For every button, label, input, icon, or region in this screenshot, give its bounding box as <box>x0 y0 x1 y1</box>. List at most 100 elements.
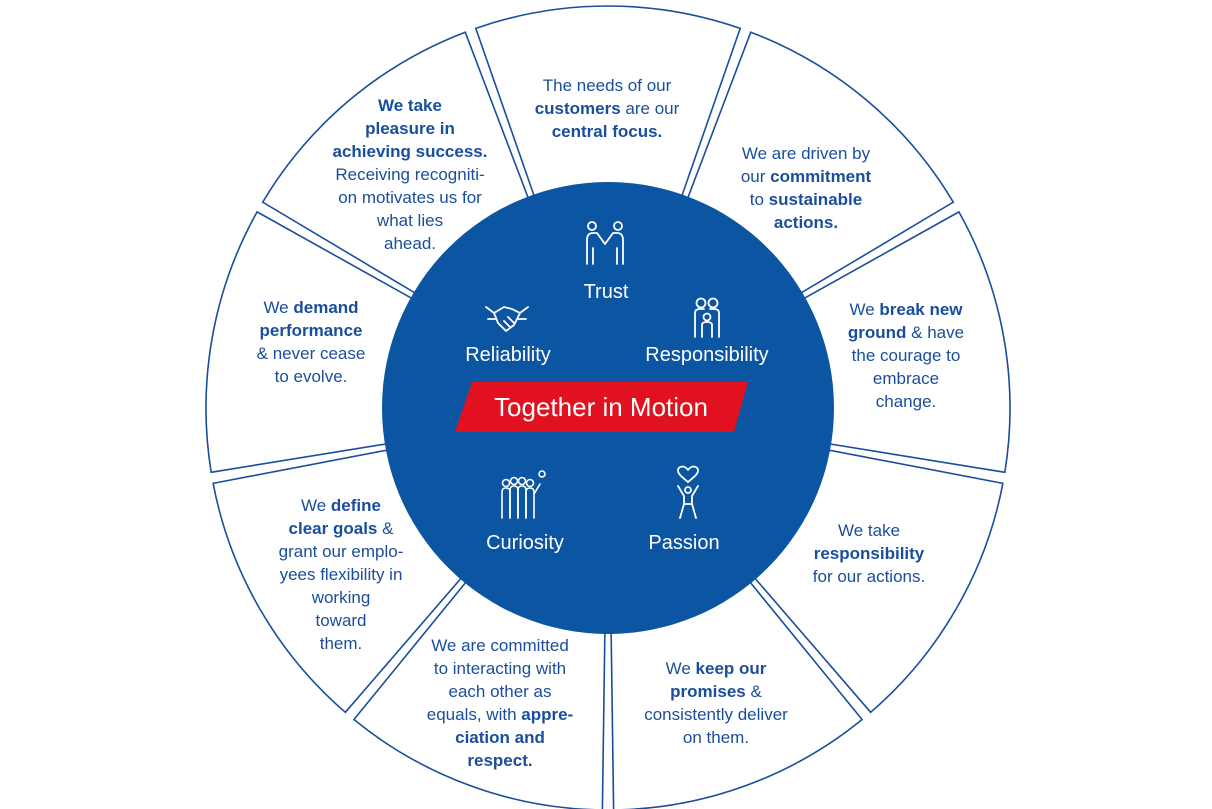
segment-line: We take <box>310 94 510 117</box>
segment-text-bold: respect. <box>467 751 533 770</box>
segment-line: to interacting with <box>400 657 600 680</box>
segment-line: to evolve. <box>211 365 411 388</box>
segment-text-bold: customers <box>534 99 621 118</box>
value-label-passion: Passion <box>648 532 720 554</box>
segment-text-bold: responsibility <box>813 544 925 563</box>
segment-text-bold: pleasure in <box>365 119 455 138</box>
segment-text-break-new-ground: We break new ground & have the courage to e… <box>806 298 1006 413</box>
segment-text-bold: keep our <box>695 659 767 678</box>
segment-text-run: the courage to <box>851 346 961 365</box>
segment-text-run: ahead. <box>384 234 436 253</box>
segment-text-run: consistently deliver <box>644 705 788 724</box>
segment-line: toward <box>241 609 441 632</box>
handshake-people-icon <box>586 221 624 265</box>
segment-line: We are driven by <box>706 142 906 165</box>
segment-line: change. <box>806 390 1006 413</box>
segment-line: clear goals & <box>241 517 441 540</box>
value-label-reliability: Reliability <box>465 344 551 366</box>
segment-line: equals, with appre- <box>400 703 600 726</box>
segment-line: central focus. <box>507 120 707 143</box>
segment-text-run: what lies <box>376 211 444 230</box>
segment-text-run: & <box>745 682 762 701</box>
segment-text-run: equals, with <box>426 705 522 724</box>
segment-text-bold: ciation and <box>455 728 545 747</box>
segment-line: & never cease <box>211 342 411 365</box>
segment-line: Receiving recogniti- <box>310 163 510 186</box>
segment-text-run: & have <box>906 323 965 342</box>
segment-text-run: Receiving recogniti- <box>335 165 485 184</box>
segment-text-bold: define <box>330 496 381 515</box>
segment-line: pleasure in <box>310 117 510 140</box>
segment-text-pleasure-success: We take pleasure in achieving success. Rece… <box>310 94 510 255</box>
segment-text-run: We take <box>837 521 901 540</box>
segment-line: customers are our <box>507 97 707 120</box>
segment-text-run: change. <box>875 392 937 411</box>
segment-line: what lies <box>310 209 510 232</box>
segment-line: We take <box>769 519 969 542</box>
segment-text-run: toward <box>315 611 367 630</box>
segment-text-responsibility: We take responsibility for our actions. <box>769 519 969 588</box>
segment-line: ahead. <box>310 232 510 255</box>
segment-text-bold: sustainable <box>768 190 863 209</box>
segment-text-run: grant our emplo- <box>278 542 404 561</box>
segment-line: grant our emplo- <box>241 540 441 563</box>
segment-text-run: embrace <box>872 369 940 388</box>
segment-line: each other as <box>400 680 600 703</box>
segment-text-run: & <box>377 519 394 538</box>
heart-person-icon <box>677 465 699 519</box>
segment-text-bold: central focus. <box>551 122 663 141</box>
segment-line: the courage to <box>806 344 1006 367</box>
segment-line: respect. <box>400 749 600 772</box>
segment-line: consistently deliver <box>616 703 816 726</box>
segment-text-run: to evolve. <box>274 367 348 386</box>
segment-text-run: each other as <box>448 682 552 701</box>
segment-text-bold: commitment <box>770 167 872 186</box>
group-idea-icon <box>501 470 546 519</box>
family-icon <box>694 297 720 338</box>
segment-text-run: them. <box>319 634 363 653</box>
value-label-trust: Trust <box>583 281 629 303</box>
segment-text-run: We are driven by <box>741 144 871 163</box>
segment-line: for our actions. <box>769 565 969 588</box>
segment-line: We keep our <box>616 657 816 680</box>
segment-line: working <box>241 586 441 609</box>
segment-text-bold: ground <box>847 323 907 342</box>
segment-text-bold: We take <box>378 96 442 115</box>
segment-text-define-goals: We define clear goals & grant our emplo-ye… <box>241 494 441 655</box>
segment-line: promises & <box>616 680 816 703</box>
segment-text-run: yees flexibility in <box>279 565 403 584</box>
segment-text-run: are our <box>620 99 680 118</box>
handshake-icon <box>485 306 529 332</box>
segment-line: achieving success. <box>310 140 510 163</box>
segment-line: performance <box>211 319 411 342</box>
segment-line: on motivates us for <box>310 186 510 209</box>
segment-line: ciation and <box>400 726 600 749</box>
segment-line: ground & have <box>806 321 1006 344</box>
segment-text-bold: performance <box>259 321 363 340</box>
segment-text-run: working <box>311 588 371 607</box>
segment-text-run: We <box>849 300 880 319</box>
segment-text-bold: appre- <box>521 705 574 724</box>
segment-text-run: We are committed <box>431 636 569 655</box>
segment-text-run: to <box>749 190 769 209</box>
segment-text-run: The needs of our <box>542 76 672 95</box>
title-banner <box>455 382 748 432</box>
segment-line: responsibility <box>769 542 969 565</box>
title-banner-text: Together in Motion <box>494 392 708 422</box>
segment-text-run: & never cease <box>256 344 366 363</box>
segment-text-customers: The needs of our customers are our central… <box>507 74 707 143</box>
segment-text-bold: promises <box>670 682 746 701</box>
segment-line: on them. <box>616 726 816 749</box>
segment-text-run: We <box>665 659 696 678</box>
segment-text-bold: demand <box>293 298 359 317</box>
segment-text-run: We <box>301 496 331 515</box>
segment-line: actions. <box>706 211 906 234</box>
segment-line: We are committed <box>400 634 600 657</box>
value-label-responsibility: Responsibility <box>645 344 769 366</box>
segment-text-bold: break new <box>879 300 963 319</box>
segment-line: to sustainable <box>706 188 906 211</box>
